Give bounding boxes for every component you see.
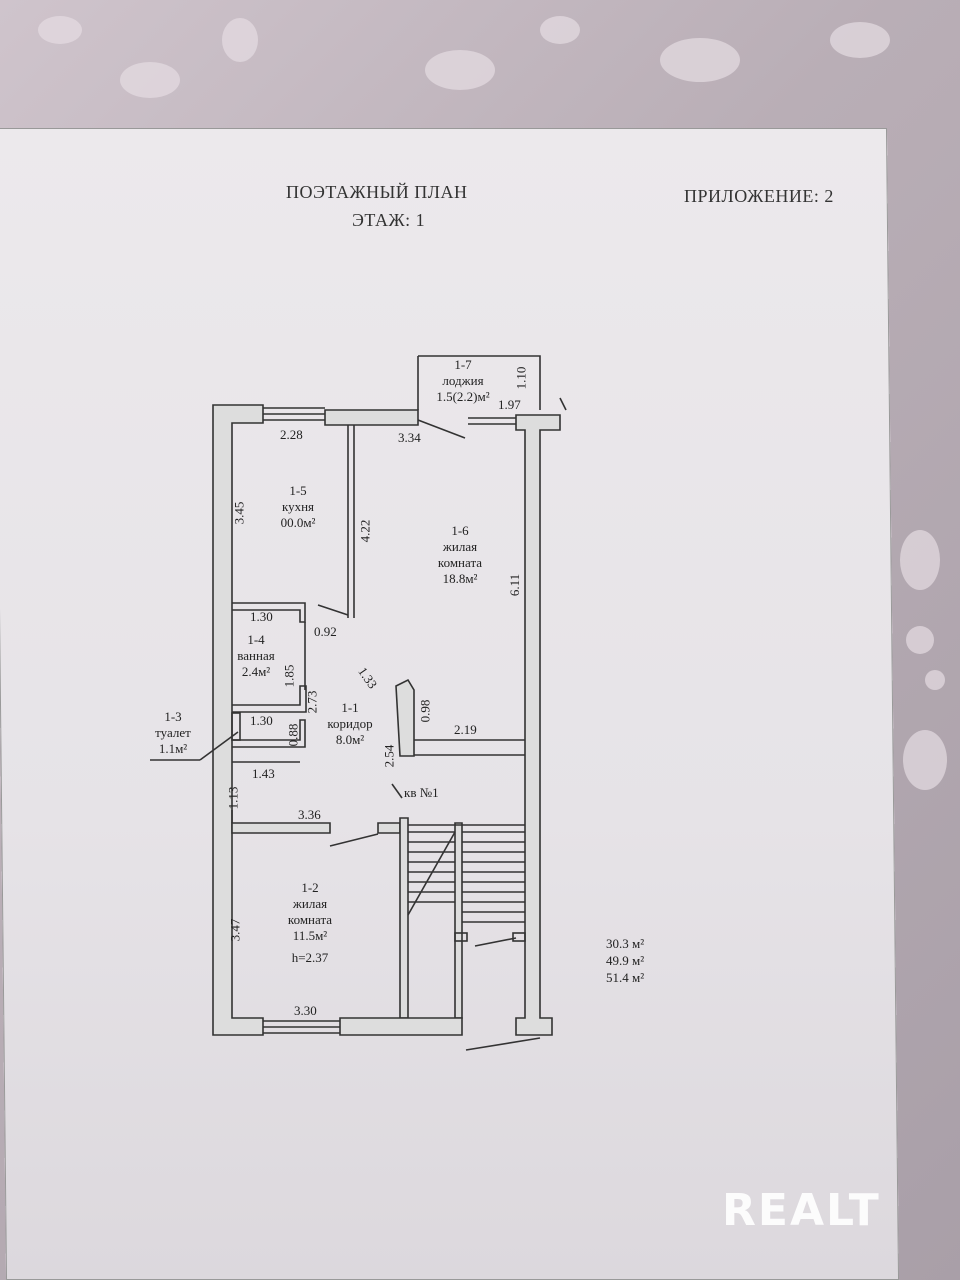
dim-0-98: 0.98 [417, 699, 433, 723]
room-1-2-name-1: жилая [292, 896, 328, 911]
room-1-6-name-2: комната [437, 555, 483, 570]
room-1-3-label: 1-3 туалет 1.1м² [140, 709, 206, 757]
room-1-6-label: 1-6 жилая комната 18.8м² [420, 523, 500, 587]
room-1-4-number: 1-4 [247, 632, 265, 647]
room-1-7-name: лоджия [442, 373, 484, 388]
dim-0-88: 0.88 [285, 723, 301, 747]
document-title: ПОЭТАЖНЫЙ ПЛАН [286, 182, 468, 202]
room-1-5-name: кухня [281, 499, 315, 514]
dim-1-10: 1.10 [513, 366, 529, 390]
room-1-2-area: 11.5м² [292, 928, 328, 943]
dim-1-43: 1.43 [252, 766, 275, 781]
dim-0-92: 0.92 [314, 624, 337, 639]
dim-2-54: 2.54 [381, 744, 397, 768]
room-1-7-number: 1-7 [454, 357, 472, 372]
dim-1-30-top: 1.30 [250, 609, 273, 624]
room-1-6-name-1: жилая [442, 539, 478, 554]
dim-3-36: 3.36 [298, 807, 321, 822]
room-1-1-number: 1-1 [341, 700, 359, 715]
room-1-7-label: 1-7 лоджия 1.5(2.2)м² [428, 357, 498, 405]
dim-6-11: 6.11 [507, 573, 523, 597]
total-area-with-loggia: 51.4 м² [606, 970, 645, 985]
room-1-5-number: 1-5 [289, 483, 307, 498]
dim-2-19: 2.19 [454, 722, 477, 737]
room-1-4-area: 2.4м² [241, 664, 271, 679]
room-1-5-area: 00.0м² [280, 515, 316, 530]
room-1-3-area: 1.1м² [158, 741, 188, 756]
room-1-2-label: 1-2 жилая комната 11.5м² h=2.37 [270, 880, 350, 966]
room-1-1-area: 8.0м² [335, 732, 365, 747]
room-1-1-name: коридор [327, 716, 373, 731]
dim-1-13: 1.13 [225, 786, 241, 810]
apartment-label: кв №1 [404, 785, 439, 800]
total-living-area: 30.3 м² [606, 936, 645, 951]
room-1-6-area: 18.8м² [442, 571, 478, 586]
realt-watermark-logo: REALT [722, 1185, 881, 1236]
dim-3-47: 3.47 [227, 918, 243, 942]
room-1-2-number: 1-2 [301, 880, 319, 895]
dim-1-85: 1.85 [281, 664, 297, 688]
room-1-6-number: 1-6 [451, 523, 469, 538]
dim-3-45: 3.45 [231, 501, 247, 525]
room-1-3-name: туалет [155, 725, 191, 740]
dim-4-22: 4.22 [357, 519, 373, 543]
room-1-1-label: 1-1 коридор 8.0м² [320, 700, 380, 748]
floor-label: ЭТАЖ: 1 [352, 210, 426, 230]
dim-1-30-bottom: 1.30 [250, 713, 273, 728]
room-1-2-name-2: комната [287, 912, 333, 927]
room-1-7-area: 1.5(2.2)м² [436, 389, 490, 404]
appendix-label: ПРИЛОЖЕНИЕ: 2 [684, 186, 834, 206]
dim-1-97: 1.97 [498, 397, 521, 412]
room-1-3-number: 1-3 [164, 709, 182, 724]
total-area: 49.9 м² [606, 953, 645, 968]
area-totals: 30.3 м² 49.9 м² 51.4 м² [606, 935, 644, 986]
room-1-5-label: 1-5 кухня 00.0м² [263, 483, 333, 531]
dim-2-28: 2.28 [280, 427, 303, 442]
room-1-2-height: h=2.37 [291, 950, 329, 965]
dim-2-73: 2.73 [304, 690, 320, 714]
room-1-4-name: ванная [237, 648, 275, 663]
room-1-4-label: 1-4 ванная 2.4м² [226, 632, 286, 680]
dim-3-34: 3.34 [398, 430, 421, 445]
dim-3-30: 3.30 [294, 1003, 317, 1018]
